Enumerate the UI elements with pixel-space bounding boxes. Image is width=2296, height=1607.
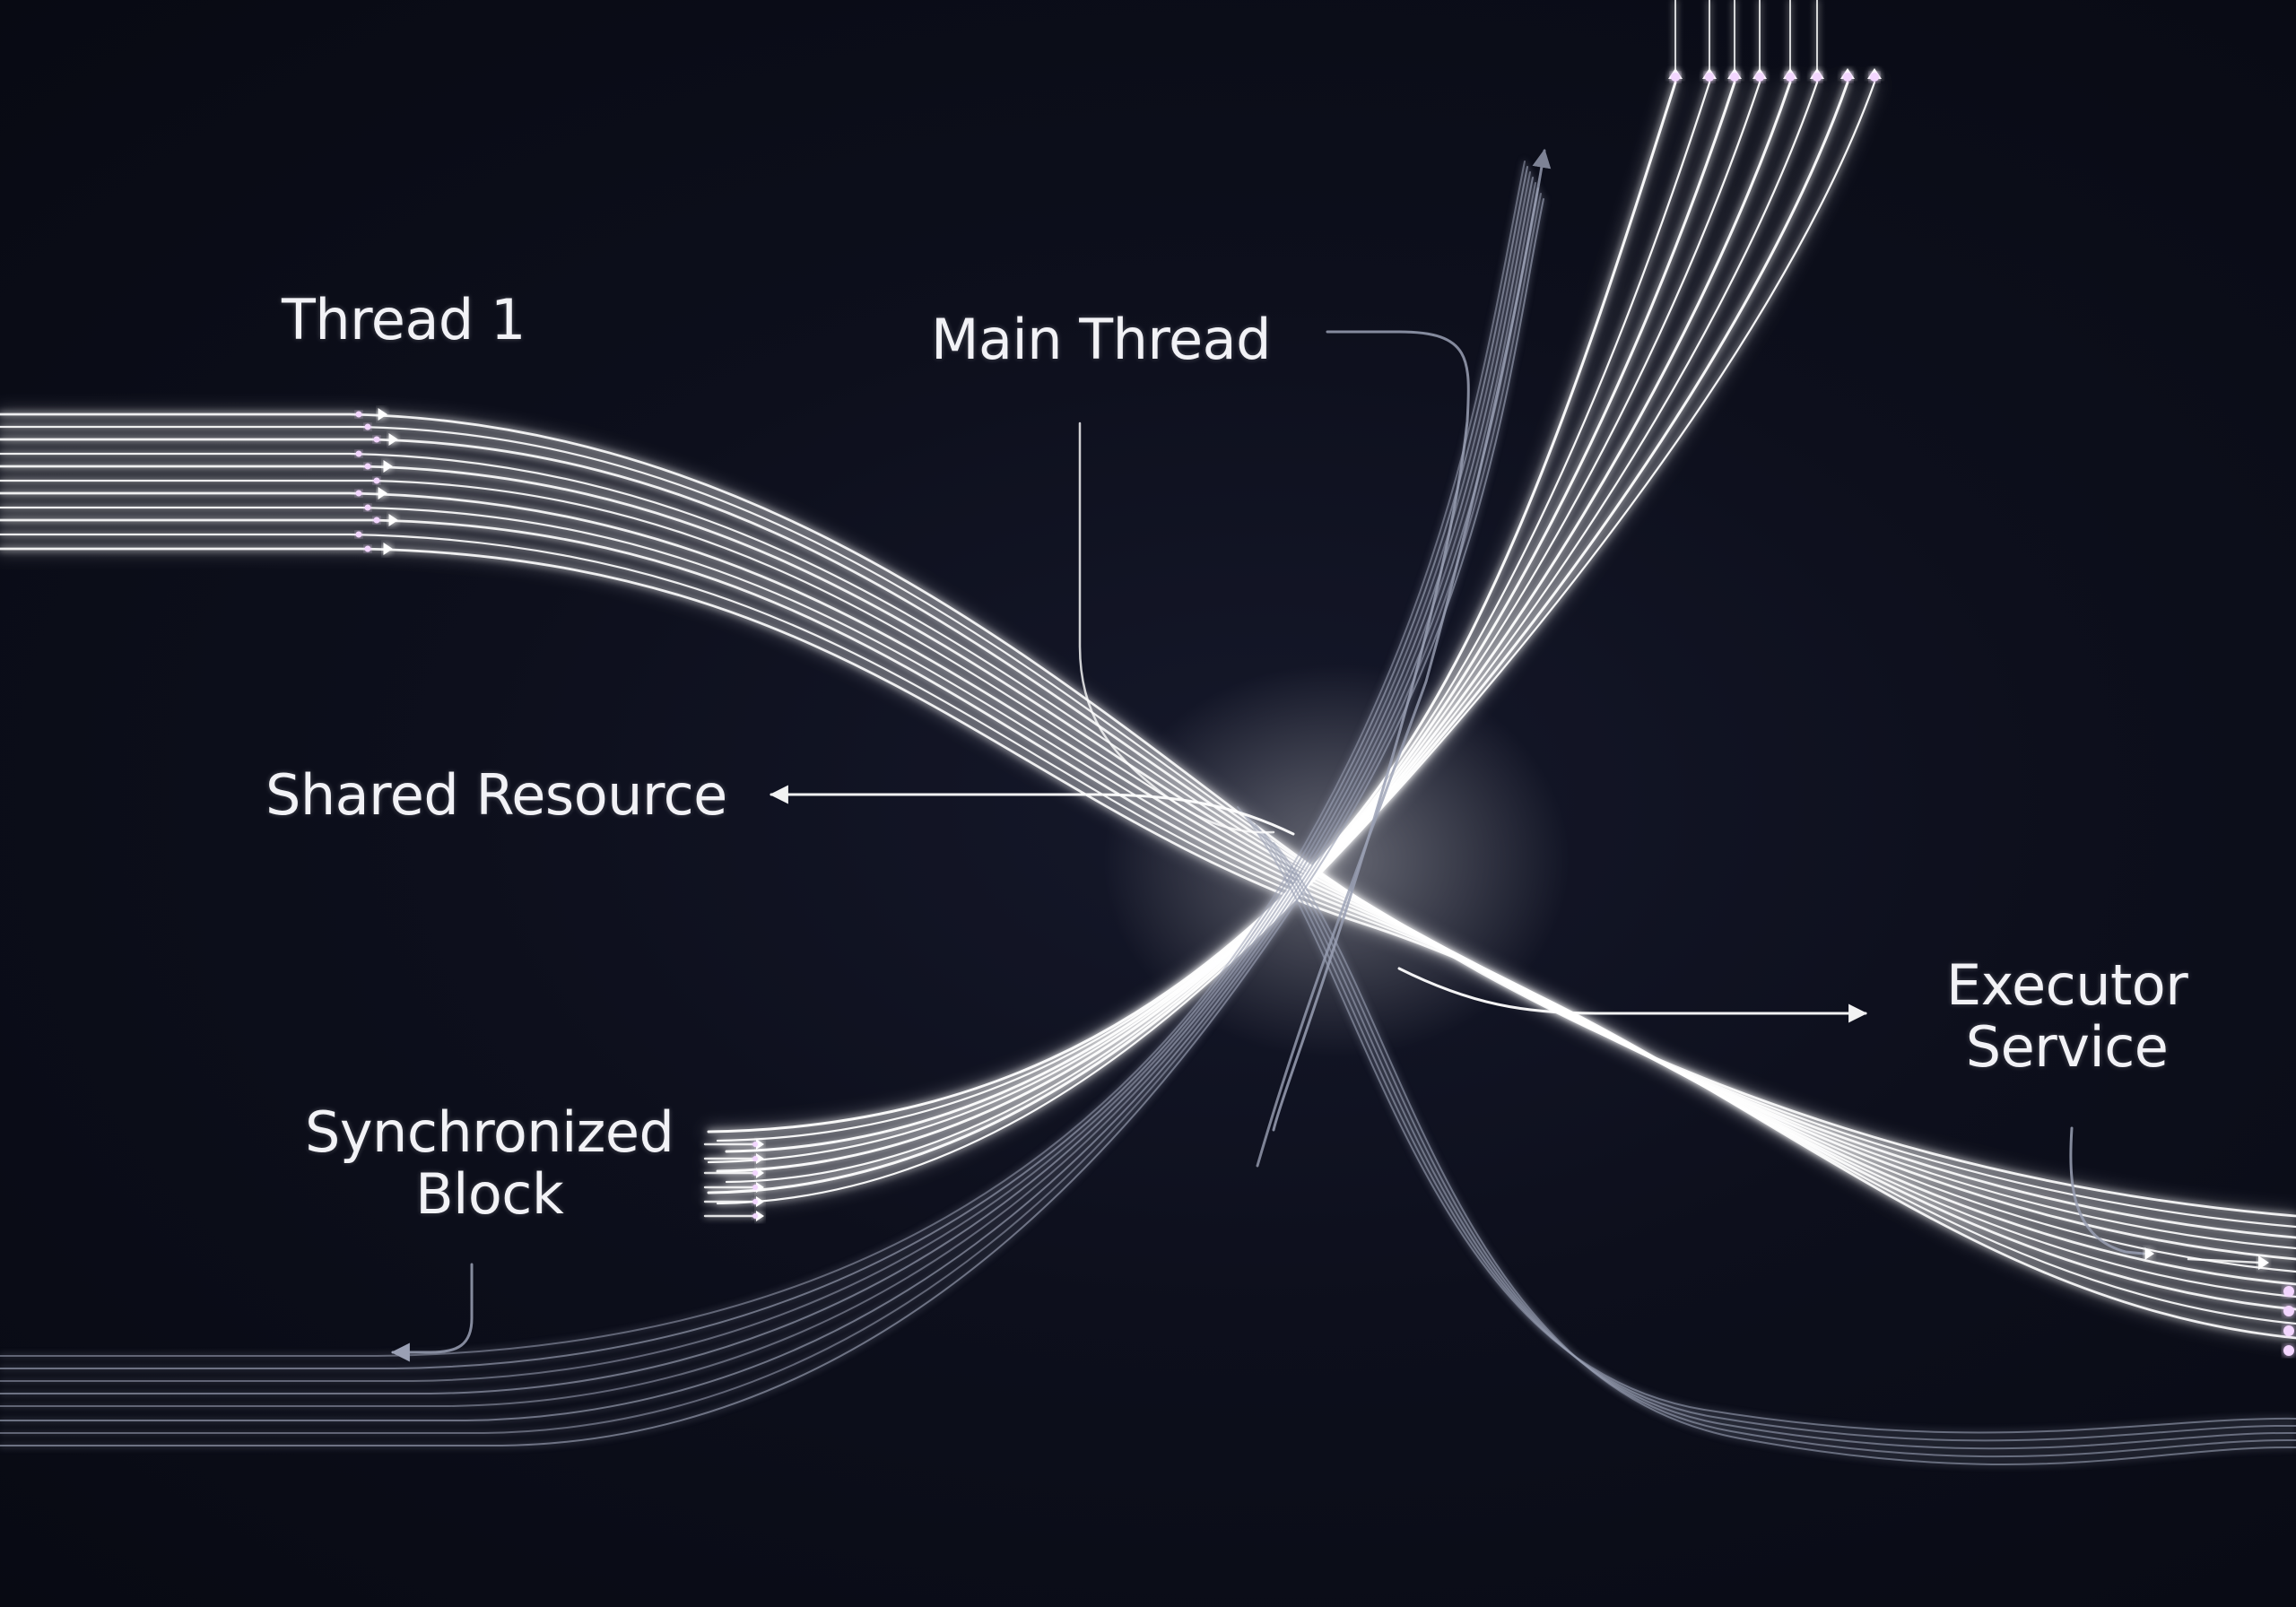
- main-thread-strand: [707, 81, 1761, 1164]
- main-thread-strand: [725, 81, 1736, 1153]
- synchronized-block-endpoint-glow: [752, 1170, 758, 1176]
- thread-1-strand: [0, 413, 2296, 1218]
- main-thread-strand: [716, 81, 1876, 1205]
- grey-lower-right-strand: [1273, 842, 2296, 1465]
- thread-1-arrowhead: [383, 460, 393, 473]
- thread-1-arrowhead: [378, 408, 387, 421]
- executor-service-connector: [2069, 1126, 2145, 1255]
- shared-resource-label: Shared Resource: [265, 762, 727, 828]
- main-thread-endpoint-glow: [1843, 73, 1852, 82]
- thread-1-endpoint-glow: [373, 477, 380, 484]
- executor-service-inflow: [2187, 1257, 2262, 1264]
- grey-lower-bundle-strand: [0, 171, 1531, 1382]
- executor-service-inflow-arrowhead: [2258, 1255, 2269, 1270]
- executor-service-label-line-1: Executor: [1946, 952, 2188, 1018]
- synchronized-block-label-line-1: Synchronized: [305, 1099, 674, 1165]
- thread-1-strand: [0, 491, 2296, 1286]
- thread-1-endpoint-glow: [364, 504, 371, 511]
- synchronized-block-arrowhead: [756, 1211, 764, 1221]
- thread-1-arrowhead: [388, 514, 398, 526]
- main-thread-label: Main Thread: [931, 307, 1272, 372]
- grey-lower-right-strand: [1237, 806, 2296, 1434]
- executor-service-endpoint-glow: [2283, 1286, 2294, 1297]
- main-thread-strand: [716, 81, 1792, 1173]
- thread-1-strand: [0, 547, 2296, 1340]
- main-thread-endpoint-glow: [1870, 73, 1879, 82]
- thread-1-endpoint-glow: [364, 423, 371, 430]
- grey-lower-right-strand: [1264, 833, 2296, 1458]
- thread-1-arrowhead: [388, 433, 398, 446]
- synchronized-block-label: Synchronized Block: [305, 1101, 674, 1226]
- thread-1-strand: [0, 518, 2296, 1311]
- grey-lower-right-strand: [1246, 815, 2296, 1442]
- executor-service-connector-arrowhead: [2144, 1247, 2154, 1260]
- thread-1-endpoint-glow: [373, 517, 380, 524]
- main-thread-strand: [725, 81, 1819, 1184]
- synchronized-block-endpoint-glow: [752, 1156, 758, 1161]
- main-thread-endpoint-glow: [1671, 73, 1680, 82]
- synchronized-block-connector: [393, 1263, 474, 1354]
- synchronized-block-arrowhead: [756, 1168, 764, 1178]
- thread-1-strand: [0, 479, 2296, 1273]
- thread-1-endpoint-glow: [355, 450, 362, 457]
- thread-1-endpoint-glow: [355, 490, 362, 497]
- shared-resource-arrow: [769, 785, 1295, 836]
- main-thread-strand: [707, 81, 1849, 1194]
- main-thread-endpoint-glow: [1786, 73, 1795, 82]
- executor-service-endpoint-glow: [2283, 1306, 2294, 1316]
- thread-1-strand: [0, 506, 2296, 1299]
- grey-lower-bundle-strand: [0, 177, 1534, 1394]
- thread-1-endpoint-glow: [355, 411, 362, 418]
- main-thread-endpoint-glow: [1755, 73, 1764, 82]
- main-thread-strand: [716, 81, 1711, 1142]
- thread-1-strand: [0, 465, 2296, 1261]
- executor-service-endpoint-glow: [2283, 1345, 2294, 1356]
- main-thread-endpoint-glow: [1730, 73, 1739, 82]
- main-thread-connector: [1272, 330, 1470, 1132]
- synchronized-block-endpoint-glow: [752, 1185, 758, 1190]
- grey-lower-bundle-strand: [0, 198, 1544, 1446]
- synchronized-block-arrowhead: [756, 1196, 764, 1207]
- thread-1-endpoint-glow: [364, 545, 371, 552]
- synchronized-block-endpoint-glow: [752, 1199, 758, 1204]
- synchronized-block-endpoint-glow: [752, 1213, 758, 1219]
- synchronized-block-label-line-2: Block: [415, 1161, 564, 1228]
- grey-lower-bundle-strand: [0, 193, 1542, 1434]
- thread-1-arrowhead: [383, 543, 393, 555]
- thread-1-endpoint-glow: [355, 531, 362, 538]
- executor-service-endpoint-glow: [2283, 1325, 2294, 1336]
- thread-1-strand: [0, 425, 2296, 1229]
- thread-1-arrowhead: [378, 487, 387, 499]
- executor-service-arrow: [1397, 967, 1868, 1023]
- grey-lower-right-strand: [1255, 824, 2296, 1450]
- synchronized-block-endpoint-glow: [752, 1142, 758, 1147]
- thread-1-endpoint-glow: [364, 463, 371, 470]
- executor-service-label: Executor Service: [1946, 952, 2188, 1081]
- grey-lower-bundle-strand: [0, 182, 1536, 1407]
- main-thread-endpoint-glow: [1705, 73, 1714, 82]
- thread-1-strand: [0, 438, 2296, 1239]
- main-thread-drop-line: [1078, 421, 1275, 834]
- grey-lower-bundle-strand: [0, 161, 1526, 1357]
- main-thread-up-arrow: [1256, 148, 1552, 1168]
- synchronized-block-arrowhead: [756, 1139, 764, 1150]
- synchronized-block-arrowhead: [756, 1182, 764, 1193]
- executor-service-label-line-2: Service: [1965, 1014, 2169, 1081]
- thread-1-endpoint-glow: [373, 436, 380, 443]
- main-thread-strand: [707, 81, 1677, 1134]
- grey-lower-bundle-strand: [0, 166, 1528, 1369]
- main-thread-endpoint-glow: [1813, 73, 1822, 82]
- thread-1-label: Thread 1: [282, 287, 526, 352]
- synchronized-block-arrowhead: [756, 1153, 764, 1164]
